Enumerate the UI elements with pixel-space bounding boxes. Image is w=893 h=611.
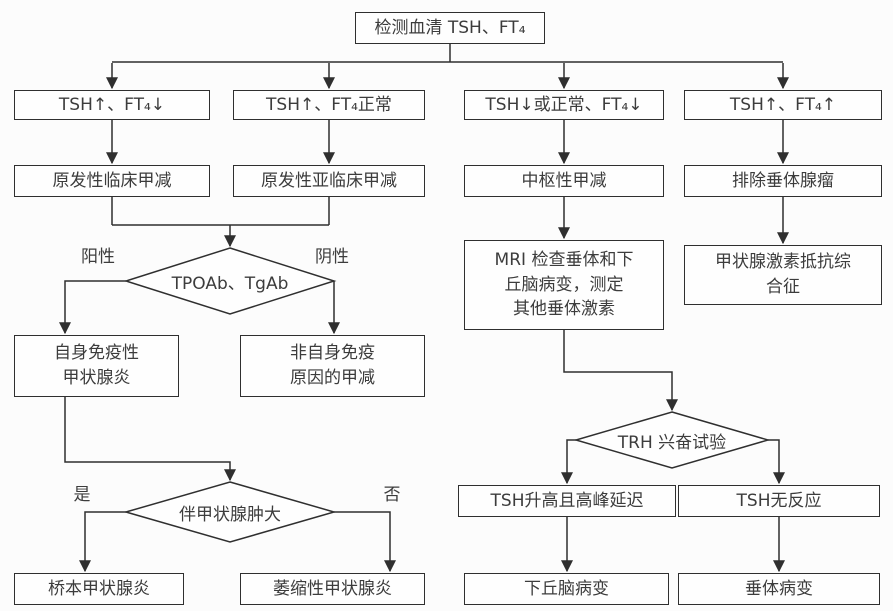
mri-workup-line-2: 丘脑病变，测定 bbox=[504, 274, 624, 295]
node-atrophic: 萎缩性甲状腺炎 bbox=[240, 573, 425, 605]
node-tsh-up-ft4-down: TSH↑、FT₄↓ bbox=[14, 90, 210, 120]
node-non-autoimmune: 非自身免疫 原因的甲减 bbox=[240, 335, 425, 397]
node-tsh-up-ft4-up: TSH↑、FT₄↑ bbox=[684, 90, 882, 120]
label-goiter-check: 伴甲状腺肿大 bbox=[179, 504, 281, 525]
label-trh-test: TRH 兴奋试验 bbox=[617, 432, 727, 453]
node-test-serum: 检测血清 TSH、FT₄ bbox=[355, 12, 545, 44]
edge-label-negative: 阴性 bbox=[315, 246, 349, 267]
hormone-resistance-line-1: 甲状腺激素抵抗综 bbox=[715, 252, 851, 273]
edge-label-positive: 阳性 bbox=[81, 246, 115, 267]
autoimmune-line-1: 自身免疫性 bbox=[54, 343, 139, 364]
node-hypothalamic-lesion: 下丘脑病变 bbox=[464, 573, 669, 605]
non-autoimmune-line-1: 非自身免疫 bbox=[290, 343, 375, 364]
node-tsh-up-ft4-normal: TSH↑、FT₄正常 bbox=[233, 90, 425, 120]
edge-label-no: 否 bbox=[383, 484, 401, 505]
node-mri-workup: MRI 检查垂体和下 丘脑病变，测定 其他垂体激素 bbox=[464, 240, 664, 330]
node-hormone-resistance: 甲状腺激素抵抗综 合征 bbox=[684, 245, 882, 305]
mri-workup-line-3: 其他垂体激素 bbox=[513, 299, 615, 320]
hormone-resistance-line-2: 合征 bbox=[766, 277, 800, 297]
non-autoimmune-line-2: 原因的甲减 bbox=[290, 368, 375, 388]
node-tsh-rise-delayed: TSH升高且高峰延迟 bbox=[458, 485, 676, 517]
node-tsh-no-response: TSH无反应 bbox=[678, 485, 880, 517]
autoimmune-line-2: 甲状腺炎 bbox=[62, 368, 131, 388]
node-tsh-down-ft4-down: TSH↓或正常、FT₄↓ bbox=[464, 90, 664, 120]
node-autoimmune-thyroiditis: 自身免疫性 甲状腺炎 bbox=[14, 335, 179, 397]
node-primary-subclinical: 原发性亚临床甲减 bbox=[233, 165, 425, 197]
edge-label-yes: 是 bbox=[73, 484, 91, 505]
node-hashimoto: 桥本甲状腺炎 bbox=[14, 573, 184, 605]
label-antibody-test: TPOAb、TgAb bbox=[171, 273, 289, 294]
node-central-hypothyroidism: 中枢性甲减 bbox=[464, 165, 664, 197]
node-pituitary-lesion: 垂体病变 bbox=[678, 573, 880, 605]
node-exclude-adenoma: 排除垂体腺瘤 bbox=[684, 165, 882, 197]
node-primary-clinical: 原发性临床甲减 bbox=[14, 165, 210, 197]
mri-workup-line-1: MRI 检查垂体和下 bbox=[494, 250, 634, 271]
